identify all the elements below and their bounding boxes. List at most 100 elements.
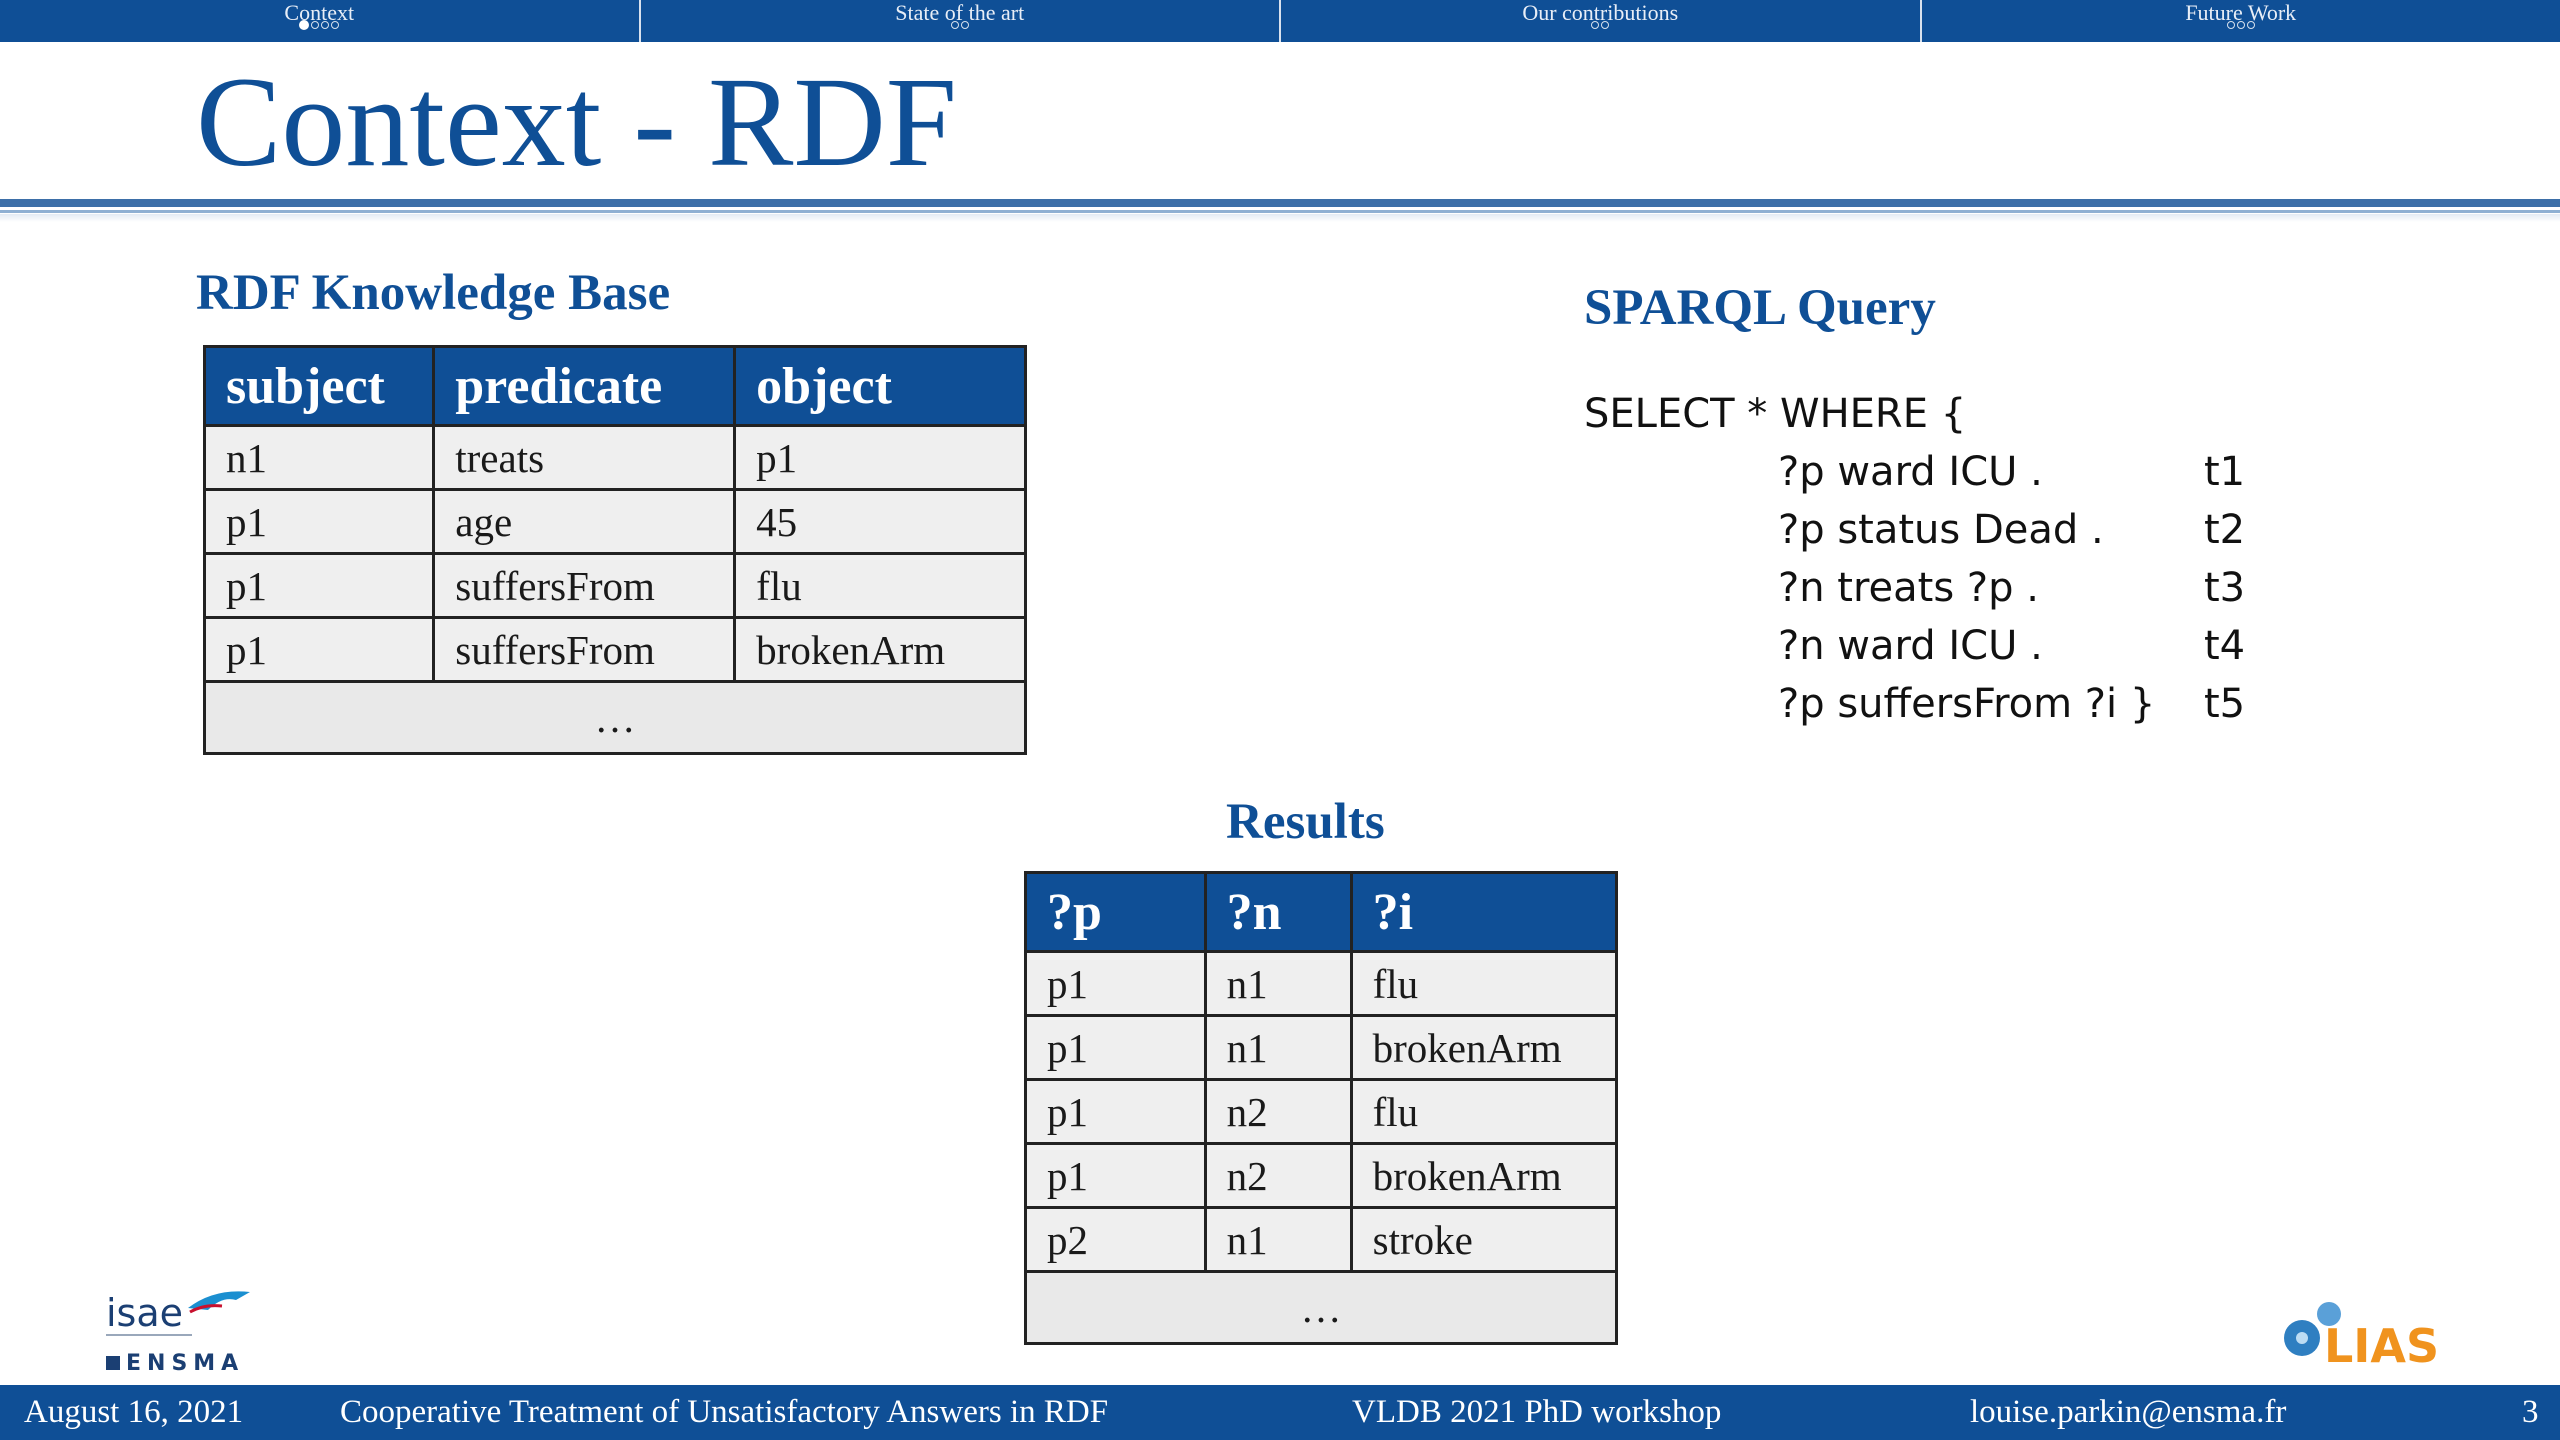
table-cell: n2	[1203, 1142, 1353, 1209]
table-cell: p1	[1024, 1014, 1207, 1081]
logo-square-icon	[106, 1356, 120, 1370]
column-header-p: ?p	[1024, 871, 1207, 953]
table-cell: p1	[733, 424, 1027, 491]
isae-ensma-logo: isae ENSMA	[106, 1291, 250, 1374]
isae-logo-text: isae	[106, 1291, 183, 1335]
lias-logo-text: LIAS	[2324, 1319, 2439, 1372]
ellipsis-cell: …	[203, 680, 1027, 755]
column-header-predicate: predicate	[432, 345, 737, 427]
results-table: ?p ?n ?i p1 n1 flu p1 n1 brokenArm p1 n2…	[1024, 871, 1619, 1345]
nav-dot[interactable]	[2236, 21, 2245, 29]
footer-page-number: 3	[2522, 1394, 2539, 1430]
slide-title: Context - RDF	[196, 51, 957, 193]
nav-dot[interactable]	[960, 21, 969, 29]
sparql-heading: SPARQL Query	[1584, 280, 1936, 336]
sparql-triple-pattern: ?n treats ?p .	[1778, 565, 2039, 611]
footer-date: August 16, 2021	[24, 1394, 244, 1430]
swoosh-icon	[189, 1304, 223, 1314]
table-cell: brokenArm	[1349, 1014, 1619, 1081]
title-divider	[0, 210, 2560, 213]
ensma-logo-text: ENSMA	[126, 1351, 244, 1374]
nav-dot[interactable]	[321, 21, 330, 29]
table-cell: p1	[202, 552, 436, 619]
table-cell: n1	[1203, 950, 1353, 1017]
table-cell: p1	[1024, 1078, 1207, 1145]
footer-bar: August 16, 2021 Cooperative Treatment of…	[0, 1385, 2560, 1440]
table-cell: stroke	[1349, 1206, 1619, 1273]
triple-pattern-label: t3	[2204, 565, 2246, 611]
title-divider-shadow	[0, 214, 2560, 222]
footer-venue: VLDB 2021 PhD workshop	[1352, 1394, 1722, 1430]
table-cell: flu	[1349, 1078, 1619, 1145]
lias-logo: LIAS	[2284, 1302, 2439, 1372]
table-cell: n1	[1203, 1206, 1353, 1273]
nav-section-context[interactable]: Context	[0, 0, 641, 42]
table-row: p1 suffersFrom brokenArm	[202, 616, 1027, 683]
table-header-row: ?p ?n ?i	[1024, 871, 1619, 953]
table-cell: n1	[1203, 1014, 1353, 1081]
sparql-triple-pattern: ?p status Dead .	[1778, 507, 2104, 553]
footer-talk-title: Cooperative Treatment of Unsatisfactory …	[340, 1394, 1109, 1430]
nav-section-label: Context	[284, 0, 355, 25]
knowledge-base-heading: RDF Knowledge Base	[196, 265, 671, 321]
nav-progress-dots	[1922, 21, 2560, 29]
table-row: p1 n2 brokenArm	[1024, 1142, 1619, 1209]
title-divider	[0, 199, 2560, 207]
table-cell: n1	[202, 424, 436, 491]
table-cell: flu	[733, 552, 1027, 619]
nav-section-future-work[interactable]: Future Work	[1922, 0, 2560, 42]
triple-pattern-label: t4	[2204, 623, 2246, 669]
table-cell: p1	[202, 488, 436, 555]
column-header-object: object	[733, 345, 1027, 427]
nav-dot[interactable]	[950, 21, 959, 29]
table-row: n1 treats p1	[202, 424, 1027, 491]
sparql-triple-pattern: ?p suffersFrom ?i }	[1778, 681, 2156, 727]
table-cell: suffersFrom	[432, 552, 737, 619]
nav-section-our-contributions[interactable]: Our contributions	[1281, 0, 1922, 42]
nav-section-state-of-the-art[interactable]: State of the art	[641, 0, 1281, 42]
lias-circle-highlight	[2296, 1332, 2308, 1344]
triple-pattern-label: t5	[2204, 681, 2246, 727]
table-cell: flu	[1349, 950, 1619, 1017]
nav-dot[interactable]	[331, 21, 340, 29]
table-cell: p1	[1024, 1142, 1207, 1209]
footer-email: louise.parkin@ensma.fr	[1970, 1394, 2287, 1430]
sparql-select-line: SELECT * WHERE {	[1584, 391, 1967, 437]
table-cell: brokenArm	[733, 616, 1027, 683]
column-header-n: ?n	[1203, 871, 1353, 953]
column-header-subject: subject	[202, 345, 436, 427]
table-row: p1 n1 flu	[1024, 950, 1619, 1017]
table-cell: brokenArm	[1349, 1142, 1619, 1209]
table-cell: treats	[432, 424, 737, 491]
ellipsis-cell: …	[1024, 1270, 1618, 1345]
section-navigation-bar: Context State of the art Our contributio…	[0, 0, 2560, 42]
lias-circle-icon	[2317, 1302, 2341, 1326]
table-row: p1 n2 flu	[1024, 1078, 1619, 1145]
knowledge-base-table: subject predicate object n1 treats p1 p1…	[202, 345, 1027, 755]
table-ellipsis-row: …	[1024, 1270, 1618, 1345]
table-cell: suffersFrom	[432, 616, 737, 683]
table-row: p1 age 45	[202, 488, 1027, 555]
nav-progress-dots	[0, 20, 639, 30]
nav-dot[interactable]	[2226, 21, 2235, 29]
nav-dot[interactable]	[1591, 21, 1600, 29]
table-cell: p2	[1024, 1206, 1207, 1273]
table-row: p1 n1 brokenArm	[1024, 1014, 1619, 1081]
sparql-triple-pattern: ?p ward ICU .	[1778, 449, 2043, 495]
table-cell: p1	[202, 616, 436, 683]
results-heading: Results	[1226, 794, 1385, 850]
nav-progress-dots	[1281, 21, 1920, 29]
nav-dot[interactable]	[299, 20, 310, 30]
nav-section-label: State of the art	[895, 0, 1025, 25]
table-row: p2 n1 stroke	[1024, 1206, 1619, 1273]
nav-dot[interactable]	[2246, 21, 2255, 29]
logo-divider	[106, 1334, 192, 1336]
table-ellipsis-row: …	[203, 680, 1027, 755]
table-cell: age	[432, 488, 737, 555]
triple-pattern-label: t2	[2204, 507, 2246, 553]
nav-dot[interactable]	[1601, 21, 1610, 29]
triple-pattern-label: t1	[2204, 449, 2246, 495]
nav-dot[interactable]	[311, 21, 320, 29]
nav-section-label: Our contributions	[1522, 0, 1679, 25]
nav-section-label: Future Work	[2185, 0, 2297, 25]
